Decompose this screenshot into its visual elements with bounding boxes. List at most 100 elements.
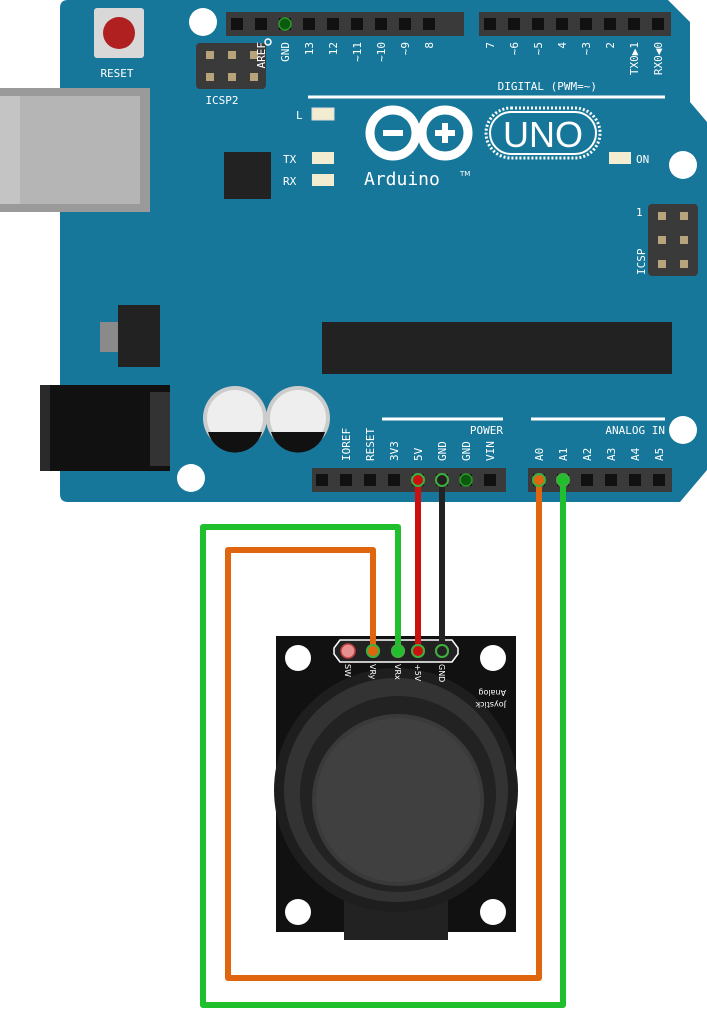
header-pin-13[interactable] <box>303 18 315 30</box>
pin-label: RESET <box>364 428 377 461</box>
header-pin-9[interactable] <box>399 18 411 30</box>
wire-end-connector <box>435 473 449 487</box>
header-pin-3[interactable] <box>580 18 592 30</box>
atmega-chip <box>322 322 672 374</box>
icsp2-header <box>196 43 266 89</box>
header-pin-8[interactable] <box>423 18 435 30</box>
pin-label: GND <box>436 441 449 461</box>
joystick-title-2: Joystick <box>475 700 507 709</box>
digital-title: DIGITAL (PWM=~) <box>498 80 597 93</box>
pin-label: 13 <box>303 42 316 55</box>
led-tx <box>312 152 334 164</box>
header-pin-GND[interactable] <box>459 473 473 487</box>
usb-connector <box>0 88 150 212</box>
mounting-hole <box>669 151 697 179</box>
pin-label: A1 <box>557 448 570 461</box>
trademark: TM <box>459 170 470 178</box>
voltage-regulator <box>100 305 160 367</box>
pin-label: 8 <box>423 42 436 49</box>
reset-button[interactable] <box>94 8 144 58</box>
header-pin-GND[interactable] <box>278 17 292 31</box>
header-pin-A5[interactable] <box>653 474 665 486</box>
header-pin-6[interactable] <box>508 18 520 30</box>
pin-label: GND <box>460 441 473 461</box>
pin-label: AREF <box>255 42 268 69</box>
header-pin-2[interactable] <box>604 18 616 30</box>
power-jack <box>40 385 170 471</box>
board-model: UNO <box>503 114 583 155</box>
header-pin-7[interactable] <box>484 18 496 30</box>
brand-name: Arduino <box>364 169 440 190</box>
icsp2-label: ICSP2 <box>205 94 238 107</box>
pin-label: ~11 <box>351 42 364 62</box>
wire-end-connector <box>435 644 449 658</box>
pin-label: RX0◀0 <box>652 42 665 75</box>
arduino-board <box>60 0 707 502</box>
pin-label: TX0▶1 <box>628 42 641 75</box>
wire-orange-a0-vry[interactable] <box>225 480 542 981</box>
led-l-label: L <box>296 109 303 122</box>
header-pin-RESET[interactable] <box>364 474 376 486</box>
pin-label: ~5 <box>532 42 545 55</box>
header-pin[interactable] <box>316 474 328 486</box>
pin-label: 5V <box>412 447 425 461</box>
pin-label: A2 <box>581 448 594 461</box>
pin-label: ~10 <box>375 42 388 62</box>
pin-label: ~3 <box>580 42 593 55</box>
header-pin-11[interactable] <box>351 18 363 30</box>
joystick-knob[interactable] <box>274 668 518 912</box>
header-pin-RX00[interactable] <box>652 18 664 30</box>
mounting-hole <box>669 416 697 444</box>
wire-end-connector <box>391 644 405 658</box>
joystick-pin-SW[interactable] <box>340 643 356 659</box>
joystick-pin-label: VRx <box>393 664 402 680</box>
wire-end-connector <box>556 473 570 487</box>
pin-label: 3V3 <box>388 441 401 461</box>
wire-end-connector <box>411 473 425 487</box>
digital-header-right <box>479 12 671 36</box>
icsp-label: ICSP <box>635 248 648 275</box>
mounting-hole <box>285 899 311 925</box>
header-pin-4[interactable] <box>556 18 568 30</box>
mounting-hole <box>285 645 311 671</box>
capacitor <box>266 386 330 453</box>
led-rx <box>312 174 334 186</box>
header-pin-TX01[interactable] <box>628 18 640 30</box>
header-pin-5[interactable] <box>532 18 544 30</box>
header-pin-12[interactable] <box>327 18 339 30</box>
led-on-label: ON <box>636 153 649 166</box>
led-l <box>311 107 335 121</box>
header-pin[interactable] <box>231 18 243 30</box>
joystick-pin-label: SW <box>343 664 352 677</box>
pin-label: A4 <box>629 447 642 461</box>
pin-label: 7 <box>484 42 497 49</box>
header-pin-A2[interactable] <box>581 474 593 486</box>
analog-title: ANALOG IN <box>605 424 665 437</box>
mounting-hole <box>480 645 506 671</box>
wire-end-connector <box>411 644 425 658</box>
led-on <box>609 152 631 164</box>
pin-label: A3 <box>605 448 618 461</box>
wire-end-connector <box>366 644 380 658</box>
pin-label: A0 <box>533 448 546 461</box>
pin-label: VIN <box>484 441 497 461</box>
icsp-header <box>648 204 698 276</box>
wire-green-a1-vrx[interactable] <box>200 480 566 1008</box>
header-pin-3V3[interactable] <box>388 474 400 486</box>
header-pin-VIN[interactable] <box>484 474 496 486</box>
pin-label: 2 <box>604 42 617 49</box>
joystick-pin-label: VRy <box>368 664 377 680</box>
header-pin-A3[interactable] <box>605 474 617 486</box>
header-pin-IOREF[interactable] <box>340 474 352 486</box>
pin-label: A5 <box>653 448 666 461</box>
pin-label: IOREF <box>340 428 353 461</box>
header-pin-A4[interactable] <box>629 474 641 486</box>
pin-label: ~9 <box>399 42 412 55</box>
usb-chip <box>224 152 271 199</box>
header-pin-10[interactable] <box>375 18 387 30</box>
header-pin-AREF[interactable] <box>255 18 267 30</box>
power-title: POWER <box>470 424 503 437</box>
arduino-logo <box>365 105 602 161</box>
wire-end-connector <box>532 473 546 487</box>
